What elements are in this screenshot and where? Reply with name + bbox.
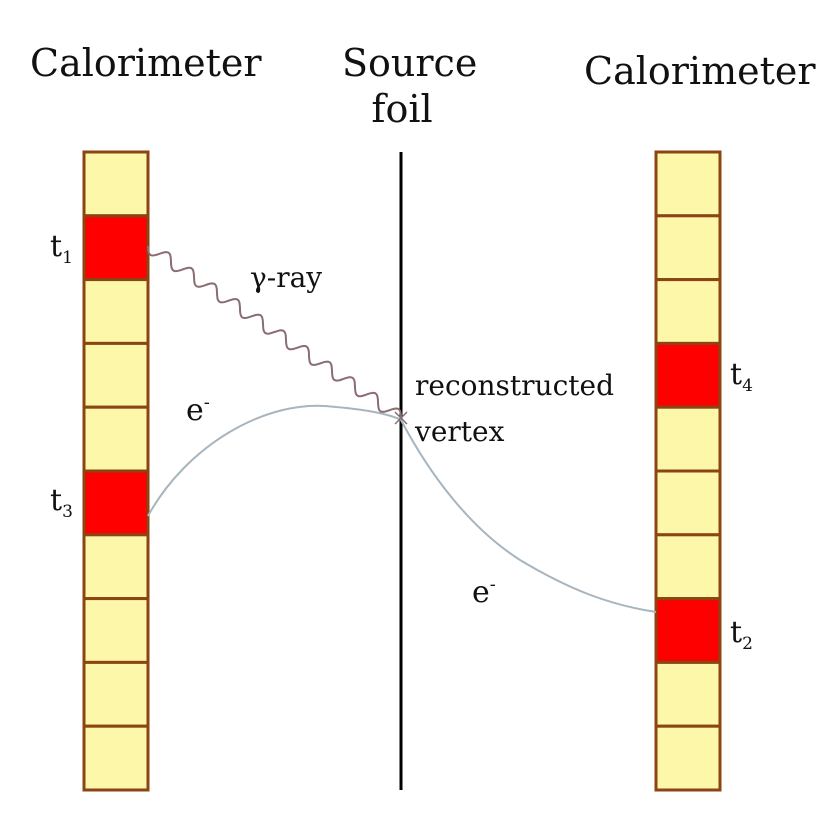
source-foil-title: Source foil: [342, 41, 478, 131]
left-calorimeter-cell: [82, 405, 150, 473]
right-calorimeter-column: [654, 150, 722, 792]
right-calorimeter-title: Calorimeter: [584, 49, 816, 93]
gamma-ray-track: [147, 245, 402, 419]
right-calorimeter-cell: [654, 278, 722, 345]
right-calorimeter-cell: [654, 214, 722, 282]
source-title-line2: foil: [371, 87, 433, 131]
right-calorimeter-hit-cell: [654, 341, 722, 409]
right-calorimeter-cell: [654, 469, 722, 537]
time-label-t2: t2: [730, 615, 753, 654]
left-calorimeter-cell: [82, 724, 150, 792]
electron-track-right: [400, 419, 657, 613]
source-title-line1: Source: [342, 41, 478, 85]
left-calorimeter-cell: [82, 660, 150, 728]
reconstructed-vertex-label: reconstructed vertex: [415, 372, 614, 446]
time-label-t3: t3: [50, 483, 73, 522]
left-calorimeter-cell: [82, 533, 150, 601]
electron-label-right: e-: [472, 574, 496, 610]
vertex-label-line1: reconstructed: [415, 369, 614, 402]
right-calorimeter-cell: [654, 660, 722, 728]
time-label-t4: t4: [730, 357, 753, 396]
left-calorimeter-cell: [82, 150, 150, 218]
right-calorimeter-cell: [654, 533, 722, 601]
left-calorimeter-hit-cell: [82, 469, 150, 537]
right-calorimeter-cell: [654, 150, 722, 218]
left-calorimeter-cell: [82, 597, 150, 664]
vertex-label-line2: vertex: [415, 415, 505, 448]
right-calorimeter-cell: [654, 405, 722, 473]
electron-label-left: e-: [186, 392, 210, 428]
vertex-marker: [394, 411, 408, 425]
left-calorimeter-title: Calorimeter: [30, 41, 262, 85]
right-calorimeter-hit-cell: [654, 597, 722, 664]
electron-track-left: [147, 404, 402, 517]
left-calorimeter-cell: [82, 278, 150, 345]
left-calorimeter-hit-cell: [82, 214, 150, 282]
right-calorimeter-cell: [654, 724, 722, 792]
left-calorimeter-cell: [82, 341, 150, 409]
time-label-t1: t1: [50, 229, 73, 268]
gamma-ray-label: γ-ray: [250, 261, 323, 294]
left-calorimeter-column: [82, 150, 150, 792]
